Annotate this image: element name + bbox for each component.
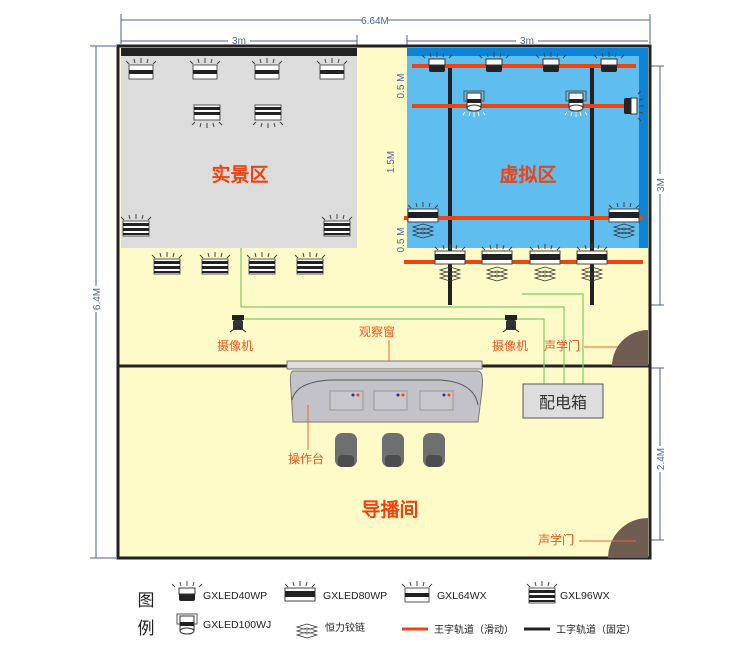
lights: [120, 52, 644, 282]
legend-label: 恒力铰链: [325, 621, 365, 634]
acoustic-door-label-bottom: 声学门: [538, 532, 574, 547]
hinge-icon: [438, 266, 462, 282]
console-label: 操作台: [288, 451, 324, 466]
legend-title: 例: [138, 619, 155, 639]
acoustic-door-label-top: 声学门: [544, 338, 580, 353]
gxl96wx-light-icon: [294, 252, 326, 275]
zone-label-virtual: 虚拟区: [499, 163, 556, 186]
dim-control-height: 2.4M: [656, 448, 667, 470]
distribution-box: [522, 383, 604, 419]
legend-label: GXLED40WP: [203, 590, 267, 602]
zone-label-real: 实景区: [211, 163, 268, 186]
gxled80wp-light-icon: [576, 244, 608, 265]
legend-label: GXL64WX: [437, 590, 487, 602]
gxl96wx-light-icon: [252, 104, 284, 128]
gxl96wx-light-icon: [321, 214, 353, 237]
gxled40wp-light-icon: [593, 52, 625, 72]
gxl96wx-light-icon: [120, 214, 152, 237]
gxl96wx-light-icon: [199, 252, 231, 275]
legend-label: 王字轨道（滑动）: [434, 623, 514, 636]
dim-total-height: 6.4M: [92, 288, 103, 310]
legend-label: GXLED80WP: [323, 590, 387, 602]
dim-left-width: 3m: [232, 36, 246, 47]
console-panels: [329, 390, 454, 411]
acoustic-door-bottom: [608, 518, 648, 558]
observation-window-label: 观察窗: [359, 325, 395, 339]
camera-icon: [229, 315, 247, 333]
hinge-icon: [485, 266, 509, 282]
gxl64wx-light-icon: [251, 58, 283, 80]
gxled100wj-icon: [175, 613, 199, 640]
indicator-dots: [351, 393, 451, 397]
gxl64wx-icon: [401, 581, 433, 603]
real-zone-top-bar: [121, 48, 357, 56]
legend-label: GXL96WX: [560, 590, 610, 602]
dim-rail-gap-bottom: 0.5 M: [396, 227, 407, 252]
legend: GXLED40WP GXLED80WP GXL64WX GXL96WX GXLED100…: [171, 581, 636, 640]
dim-total-width: 6.64M: [361, 16, 389, 27]
legend-title: 图: [138, 591, 155, 611]
zone-label-control-room: 导播间: [361, 499, 418, 521]
dim-rail-gap-top: 0.5 M: [396, 73, 407, 98]
chairs: [335, 433, 445, 467]
camera-icon: [502, 315, 520, 333]
gxled80wp-light-icon: [481, 244, 513, 265]
gxled40wp-light-icon: [478, 52, 510, 72]
camera-label-left: 摄像机: [217, 338, 253, 353]
gxl96wx-light-icon: [191, 104, 223, 128]
legend-label: GXLED100WJ: [203, 619, 271, 631]
gxl96wx-light-icon: [151, 252, 183, 275]
acoustic-door-top: [612, 330, 648, 366]
gxled100wj-light-icon: [564, 90, 588, 117]
gxl64wx-light-icon: [125, 58, 157, 80]
console-edge: [291, 379, 479, 406]
hinge-icon: [612, 223, 636, 239]
hinge-icon: [411, 223, 435, 239]
distribution-box-label: 配电箱: [539, 393, 587, 412]
observation-window: [286, 360, 483, 370]
dim-right-width: 3m: [520, 36, 534, 47]
gxled40wp-light-icon: [535, 52, 567, 72]
gxl64wx-light-icon: [189, 58, 221, 80]
gxled40wp-light-icon: [624, 90, 644, 122]
cables: [240, 248, 584, 384]
gxled40wp-icon: [171, 581, 203, 601]
gxled80wp-light-icon: [529, 244, 561, 265]
gxled80wp-light-icon: [434, 244, 466, 265]
gxled80wp-icon: [284, 581, 316, 602]
hinge-icon: [580, 266, 604, 282]
gxl96wx-light-icon: [246, 252, 278, 275]
camera-label-right: 摄像机: [492, 338, 528, 353]
gxled80wp-light-icon: [608, 202, 640, 223]
hinge-icon: [295, 623, 319, 639]
legend-label: 工字轨道（固定）: [556, 623, 636, 636]
gxl96wx-icon: [526, 581, 558, 604]
dim-rail-gap-mid: 1.5M: [386, 151, 397, 173]
gxl64wx-light-icon: [316, 58, 348, 80]
gxled80wp-light-icon: [407, 202, 439, 223]
gxled100wj-light-icon: [462, 90, 486, 117]
real-zone-area: [121, 48, 357, 248]
gxled40wp-light-icon: [421, 52, 453, 72]
dim-virtual-height: 3M: [656, 178, 667, 192]
hinge-icon: [533, 266, 557, 282]
